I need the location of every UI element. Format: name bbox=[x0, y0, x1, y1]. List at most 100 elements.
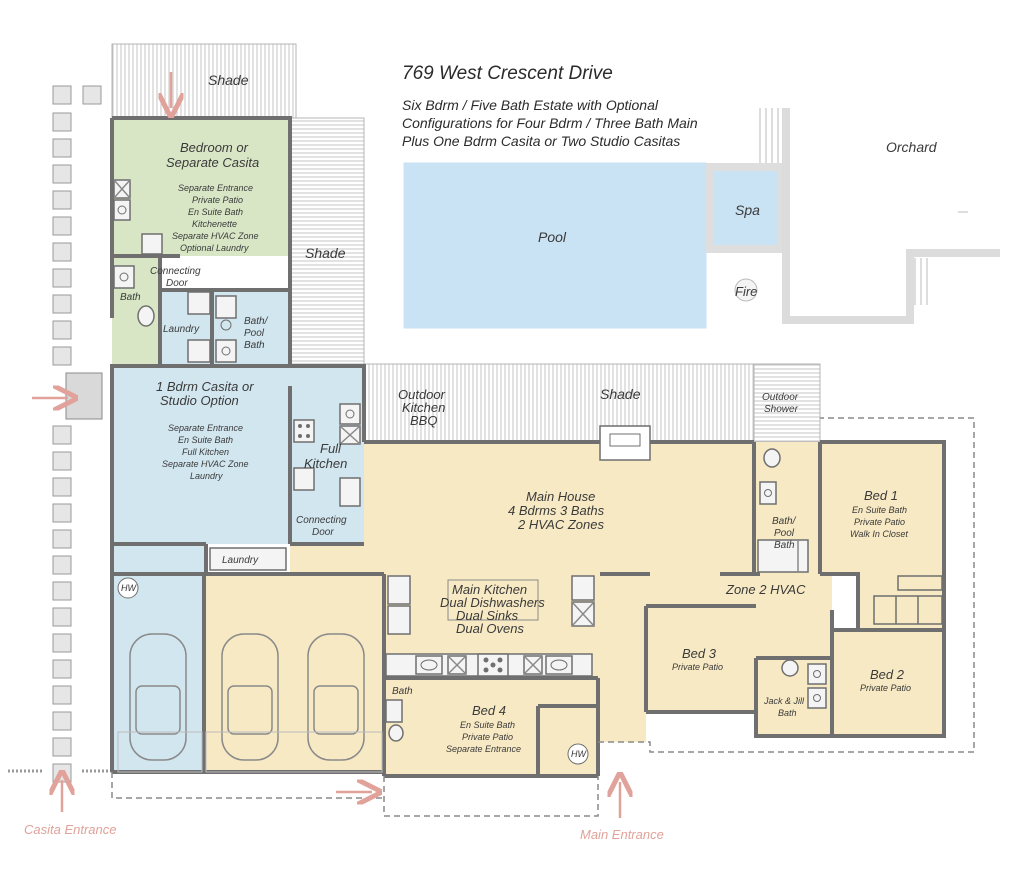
closet-shelves bbox=[873, 575, 943, 625]
casita-feature: En Suite Bath bbox=[188, 207, 243, 217]
entry-pad bbox=[65, 372, 103, 420]
subtitle-line-3: Plus One Bdrm Casita or Two Studio Casit… bbox=[402, 133, 680, 149]
east-bath-label: Bath bbox=[774, 540, 795, 551]
spa bbox=[714, 171, 778, 245]
casita-feature: Separate HVAC Zone bbox=[172, 231, 259, 241]
garage-step-tan bbox=[205, 731, 383, 773]
shower-area bbox=[753, 363, 821, 443]
full-kitchen-room bbox=[290, 366, 364, 544]
bed3-room bbox=[646, 606, 758, 710]
bath-pool-top-label: Bath/ bbox=[244, 316, 269, 327]
casita-title-2: Separate Casita bbox=[166, 155, 259, 170]
entrance-arrows bbox=[32, 72, 620, 818]
bed4-feature: Private Patio bbox=[462, 732, 513, 742]
shade-main-label: Shade bbox=[600, 386, 641, 402]
bed4-room bbox=[384, 678, 598, 776]
studio-casita-room bbox=[110, 366, 290, 544]
east-bath-label: Bath/ bbox=[772, 516, 797, 527]
outdoor-kitchen-label: BBQ bbox=[410, 413, 437, 428]
subtitle-line-1: Six Bdrm / Five Bath Estate with Optiona… bbox=[402, 97, 659, 113]
bed1-room bbox=[820, 442, 944, 574]
orchard-label: Orchard bbox=[886, 139, 938, 155]
bed3-name: Bed 3 bbox=[682, 646, 717, 661]
jack-jill-label: Bath bbox=[778, 708, 797, 718]
main-entrance-label: Main Entrance bbox=[580, 827, 664, 842]
casita-entrance-label: Casita Entrance bbox=[24, 822, 117, 837]
pool-label: Pool bbox=[538, 229, 567, 245]
casita-features: Separate Entrance Private Patio En Suite… bbox=[172, 183, 259, 253]
subtitle-line-2: Configurations for Four Bdrm / Three Bat… bbox=[402, 115, 698, 131]
outdoor-kitchen-label: Outdoor bbox=[398, 387, 446, 402]
laundry-lower-label: Laundry bbox=[222, 555, 259, 566]
bath-pool-top-label: Pool bbox=[244, 328, 265, 339]
property-title: 769 West Crescent Drive bbox=[402, 63, 613, 84]
studio-features: Separate Entrance En Suite Bath Full Kit… bbox=[162, 423, 249, 481]
jack-jill-fixtures bbox=[781, 659, 827, 709]
fire-label: Fire bbox=[735, 284, 757, 299]
bath-pool-top-label: Bath bbox=[244, 340, 265, 351]
zone2-label: Zone 2 HVAC bbox=[725, 582, 806, 597]
water-heater-label: HW bbox=[121, 583, 137, 593]
connecting-door-label: Door bbox=[166, 278, 188, 289]
studio-feature: En Suite Bath bbox=[178, 435, 233, 445]
walls bbox=[110, 116, 946, 778]
studio-title-1: 1 Bdrm Casita or bbox=[156, 379, 254, 394]
outdoor-kitchen-label: Kitchen bbox=[402, 400, 445, 415]
kitchen-label: Dual Sinks bbox=[456, 608, 519, 623]
east-bath-fixtures bbox=[757, 448, 809, 573]
kitchen-label: Main Kitchen bbox=[452, 582, 527, 597]
bed4-bath-label: Bath bbox=[392, 686, 413, 697]
water-heater-casita bbox=[117, 577, 139, 599]
jack-jill-label: Jack & Jill bbox=[763, 696, 805, 706]
shade-side-label: Shade bbox=[305, 245, 346, 261]
garage-step-blue bbox=[117, 731, 203, 773]
fire-pit bbox=[734, 278, 758, 302]
casita-feature: Optional Laundry bbox=[180, 243, 249, 253]
entry-room bbox=[598, 678, 646, 742]
laundry-top-label: Laundry bbox=[163, 324, 200, 335]
casita-title-1: Bedroom or bbox=[180, 140, 249, 155]
pool bbox=[403, 162, 707, 329]
closet-room bbox=[858, 574, 944, 630]
outdoor-shower-label: Outdoor bbox=[762, 392, 799, 403]
studio-title-2: Studio Option bbox=[160, 393, 239, 408]
stepping-stones bbox=[52, 85, 102, 783]
bed4-bath-fixture bbox=[385, 699, 403, 723]
bed1-feature: En Suite Bath bbox=[852, 505, 907, 515]
full-kitchen-label: Full bbox=[320, 441, 342, 456]
main-kitchen-fixtures bbox=[385, 575, 595, 677]
bed1-feature: Walk In Closet bbox=[850, 529, 908, 539]
patio-wall bbox=[782, 108, 1000, 324]
casita-feature: Private Patio bbox=[192, 195, 243, 205]
bed4-toilet bbox=[388, 724, 404, 742]
full-kitchen-label: Kitchen bbox=[304, 456, 347, 471]
studio-feature: Full Kitchen bbox=[182, 447, 229, 457]
casita-bath-label: Bath bbox=[120, 292, 141, 303]
bed2-name: Bed 2 bbox=[870, 667, 905, 682]
casita-bedroom-room bbox=[112, 118, 290, 256]
blue-garage-room bbox=[112, 574, 204, 772]
patio-dashed-lines bbox=[111, 417, 975, 817]
east-bath-label: Pool bbox=[774, 528, 795, 539]
studio-feature: Laundry bbox=[190, 471, 223, 481]
shade-side-area bbox=[289, 117, 365, 365]
fireplace-inner bbox=[609, 433, 641, 447]
laundry-appliances bbox=[209, 547, 287, 571]
studio-lower-room bbox=[110, 544, 206, 574]
kitchen-label: Dual Dishwashers bbox=[440, 595, 545, 610]
studio-feature: Separate Entrance bbox=[168, 423, 243, 433]
bed3-feature: Private Patio bbox=[672, 662, 723, 672]
connecting-door-lower: Connecting bbox=[296, 515, 347, 526]
cars bbox=[129, 633, 365, 761]
fireplace bbox=[599, 425, 651, 461]
main-house-title: Main House bbox=[526, 489, 595, 504]
bed4-name: Bed 4 bbox=[472, 703, 506, 718]
casita-feature: Separate Entrance bbox=[178, 183, 253, 193]
shade-top-label: Shade bbox=[208, 72, 249, 88]
water-heater-main bbox=[567, 743, 589, 765]
bed2-feature: Private Patio bbox=[860, 683, 911, 693]
shade-top-area bbox=[111, 43, 297, 119]
bed1-name: Bed 1 bbox=[864, 488, 898, 503]
zone-hall-room bbox=[756, 606, 832, 658]
